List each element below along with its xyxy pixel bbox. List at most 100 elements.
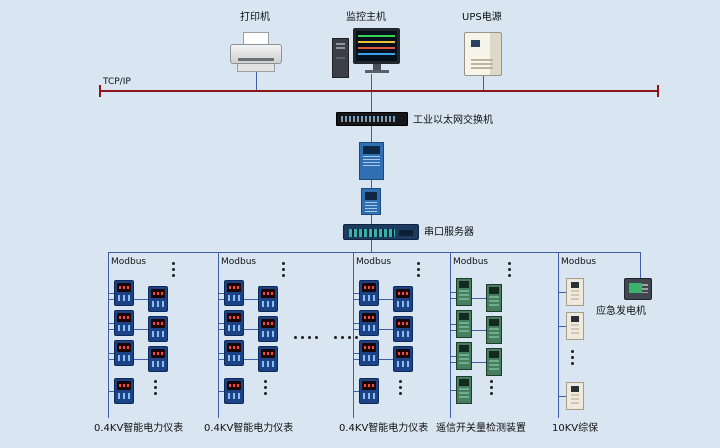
- protection-relay-icon: [566, 312, 584, 340]
- power-meter-icon: [359, 310, 379, 336]
- protection-relay-icon: [566, 278, 584, 306]
- more-devices-dots: [282, 262, 285, 277]
- monitor-screen: [356, 31, 397, 61]
- ups-icon: [464, 32, 502, 76]
- bus-end-tick: [99, 85, 101, 97]
- host-label: 监控主机: [346, 12, 386, 23]
- wire-stub: [108, 293, 114, 294]
- branch-bus-line: [353, 252, 354, 418]
- printer-label: 打印机: [240, 12, 270, 23]
- wire: [371, 74, 372, 91]
- modbus-branch-5: Modbus: [558, 252, 650, 424]
- monitor-stand: [373, 64, 381, 70]
- printer-slot: [238, 58, 274, 61]
- generator-controller-icon: [624, 278, 652, 300]
- wire: [483, 76, 484, 91]
- power-meter-icon: [114, 310, 134, 336]
- printer-icon: [230, 32, 282, 74]
- power-meter-icon: [224, 310, 244, 336]
- wire-stub: [218, 353, 224, 354]
- power-meter-icon: [224, 378, 244, 404]
- modbus-branch-1: Modbus: [108, 252, 200, 424]
- power-meter-icon: [258, 346, 278, 372]
- wire-stub: [108, 323, 114, 324]
- modbus-label: Modbus: [221, 257, 257, 267]
- wire-stub: [353, 293, 359, 294]
- power-meter-icon: [393, 346, 413, 372]
- branch-label-5: 10KV综保: [552, 423, 599, 434]
- modbus-branch-4: Modbus: [450, 252, 542, 424]
- power-meter-icon: [393, 316, 413, 342]
- wire-stub: [353, 391, 359, 392]
- io-module-icon: [486, 316, 502, 344]
- protection-relay-icon: [566, 382, 584, 410]
- serial-server-label: 串口服务器: [424, 227, 474, 238]
- power-meter-icon: [224, 280, 244, 306]
- wire: [256, 72, 257, 91]
- branch-bus-line: [108, 252, 109, 418]
- wire: [371, 240, 372, 252]
- power-meter-icon: [258, 316, 278, 342]
- more-devices-dots: [172, 262, 175, 277]
- wire: [371, 180, 372, 188]
- ethernet-switch-icon: [336, 112, 408, 126]
- modbus-label: Modbus: [561, 257, 597, 267]
- ups-label: UPS电源: [462, 12, 502, 23]
- branch-label-4: 遥信开关量检测装置: [436, 423, 526, 434]
- more-devices-dots: [571, 350, 574, 365]
- wire-stub: [108, 353, 114, 354]
- wire-stub: [558, 396, 566, 397]
- power-meter-icon: [114, 340, 134, 366]
- power-meter-icon: [148, 286, 168, 312]
- power-meter-icon: [224, 340, 244, 366]
- computer-monitor: [353, 28, 400, 64]
- branch-label-2: 0.4KV智能电力仪表: [204, 423, 294, 434]
- power-meter-icon: [148, 346, 168, 372]
- wire: [371, 215, 372, 224]
- branch-bus-line: [558, 252, 559, 418]
- wire-stub: [450, 390, 456, 391]
- power-meter-icon: [258, 286, 278, 312]
- more-devices-dots: [264, 380, 267, 395]
- wire: [371, 92, 372, 113]
- wire-stub: [353, 353, 359, 354]
- wire-stub: [450, 292, 456, 293]
- computer-icon: [330, 28, 402, 80]
- wire-stub: [353, 323, 359, 324]
- power-meter-icon: [114, 280, 134, 306]
- modbus-label: Modbus: [453, 257, 489, 267]
- wire: [371, 126, 372, 142]
- wire-stub: [558, 326, 566, 327]
- more-devices-dots: [154, 380, 157, 395]
- printer-body: [230, 44, 282, 64]
- io-module-icon: [456, 310, 472, 338]
- io-module-icon: [456, 376, 472, 404]
- wire: [640, 253, 641, 279]
- fieldbus-line: [108, 252, 641, 253]
- media-converter-icon: [361, 188, 381, 215]
- power-meter-icon: [148, 316, 168, 342]
- io-module-icon: [486, 284, 502, 312]
- power-meter-icon: [359, 280, 379, 306]
- wire-stub: [218, 391, 224, 392]
- power-meter-icon: [359, 378, 379, 404]
- branch-bus-line: [450, 252, 451, 418]
- power-meter-icon: [114, 378, 134, 404]
- continuation-dots: [294, 336, 358, 339]
- io-module-icon: [456, 342, 472, 370]
- bus-end-tick: [657, 85, 659, 97]
- branch-label-1: 0.4KV智能电力仪表: [94, 423, 184, 434]
- wire-stub: [450, 356, 456, 357]
- branch-bus-line: [218, 252, 219, 418]
- din-rail-switch-icon: [359, 142, 384, 180]
- io-module-icon: [456, 278, 472, 306]
- io-module-icon: [486, 348, 502, 376]
- monitor-base: [365, 70, 389, 73]
- printer-tray: [237, 64, 275, 72]
- modbus-label: Modbus: [111, 257, 147, 267]
- more-devices-dots: [417, 262, 420, 277]
- ethernet-switch-label: 工业以太网交换机: [413, 115, 493, 126]
- more-devices-dots: [399, 380, 402, 395]
- more-devices-dots: [490, 380, 493, 395]
- power-meter-icon: [393, 286, 413, 312]
